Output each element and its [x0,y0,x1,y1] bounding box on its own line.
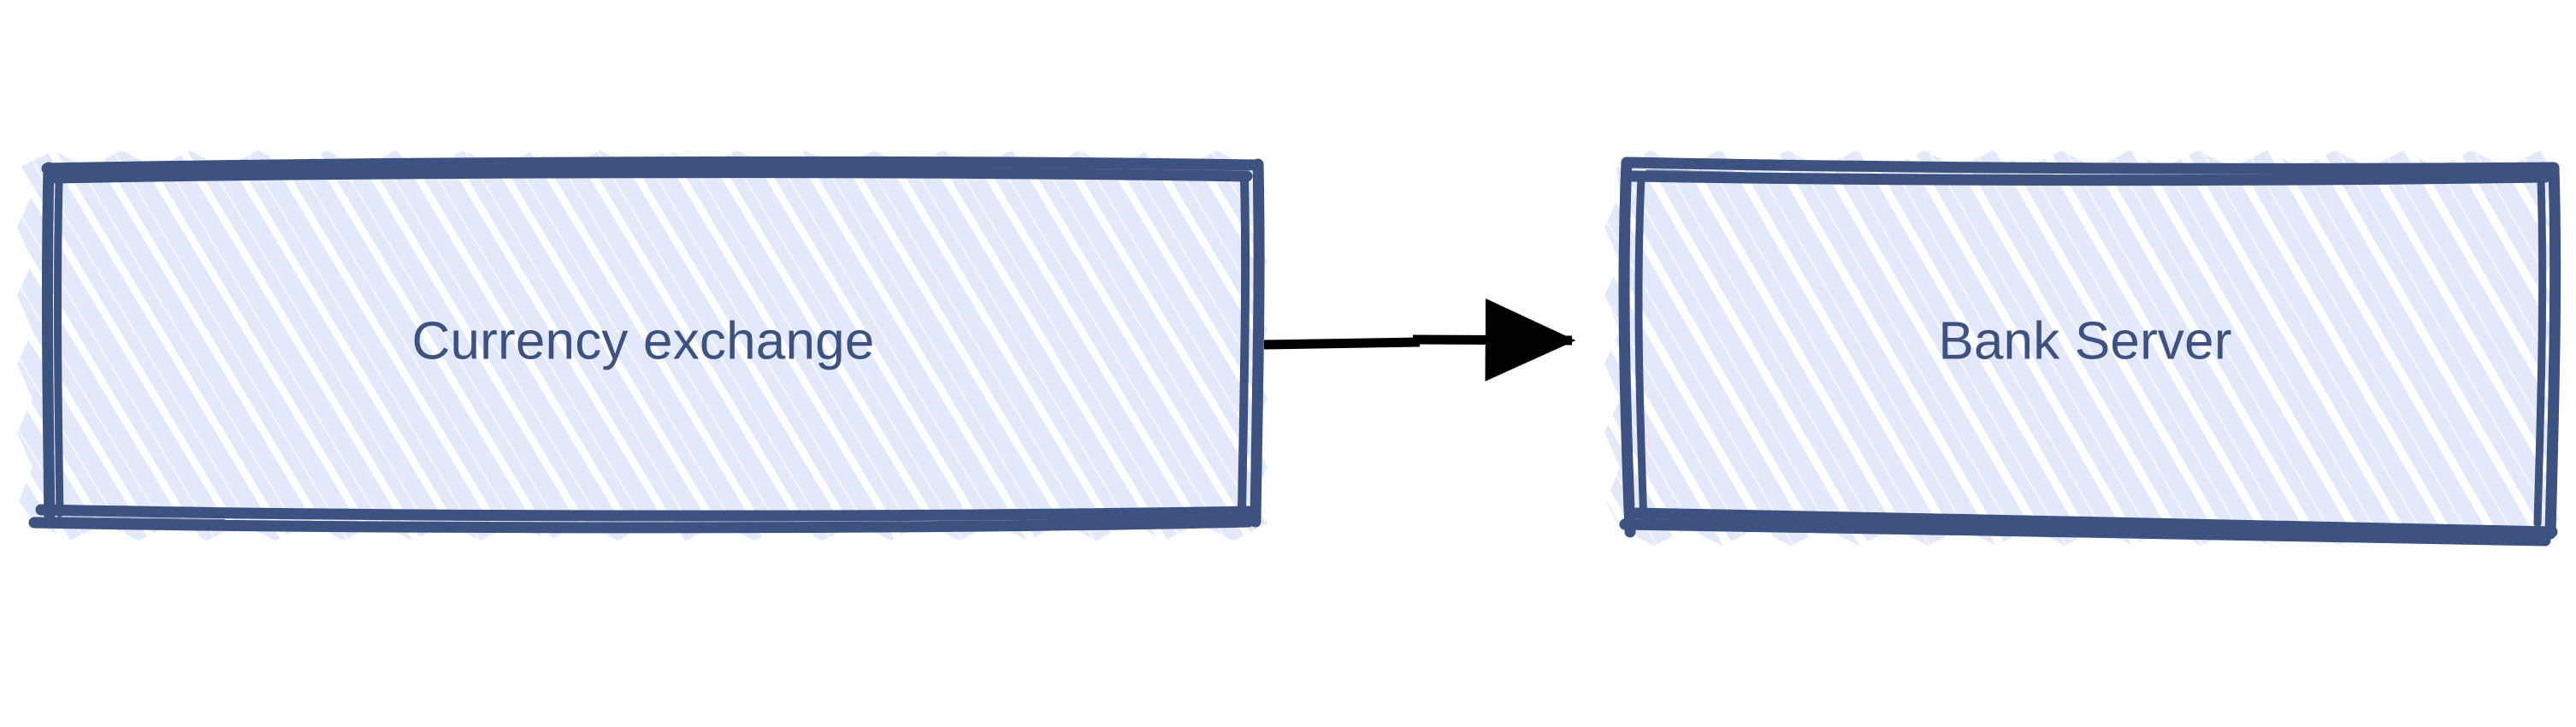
node-bank-server[interactable]: Bank Server [1599,145,2566,552]
node-fill-bank-server [1604,151,2559,546]
node-border-bank-server [1618,157,2561,547]
edge-line-segment-a [1263,337,1421,350]
node-fill-currency-exchange [17,151,1267,541]
edge-currency-exchange-to-bank-server[interactable] [1263,298,1576,381]
node-label-bank-server: Bank Server [1938,311,2231,370]
node-currency-exchange[interactable]: Currency exchange [12,145,1278,547]
node-border-currency-exchange [28,156,1265,534]
node-label-currency-exchange: Currency exchange [411,311,874,370]
